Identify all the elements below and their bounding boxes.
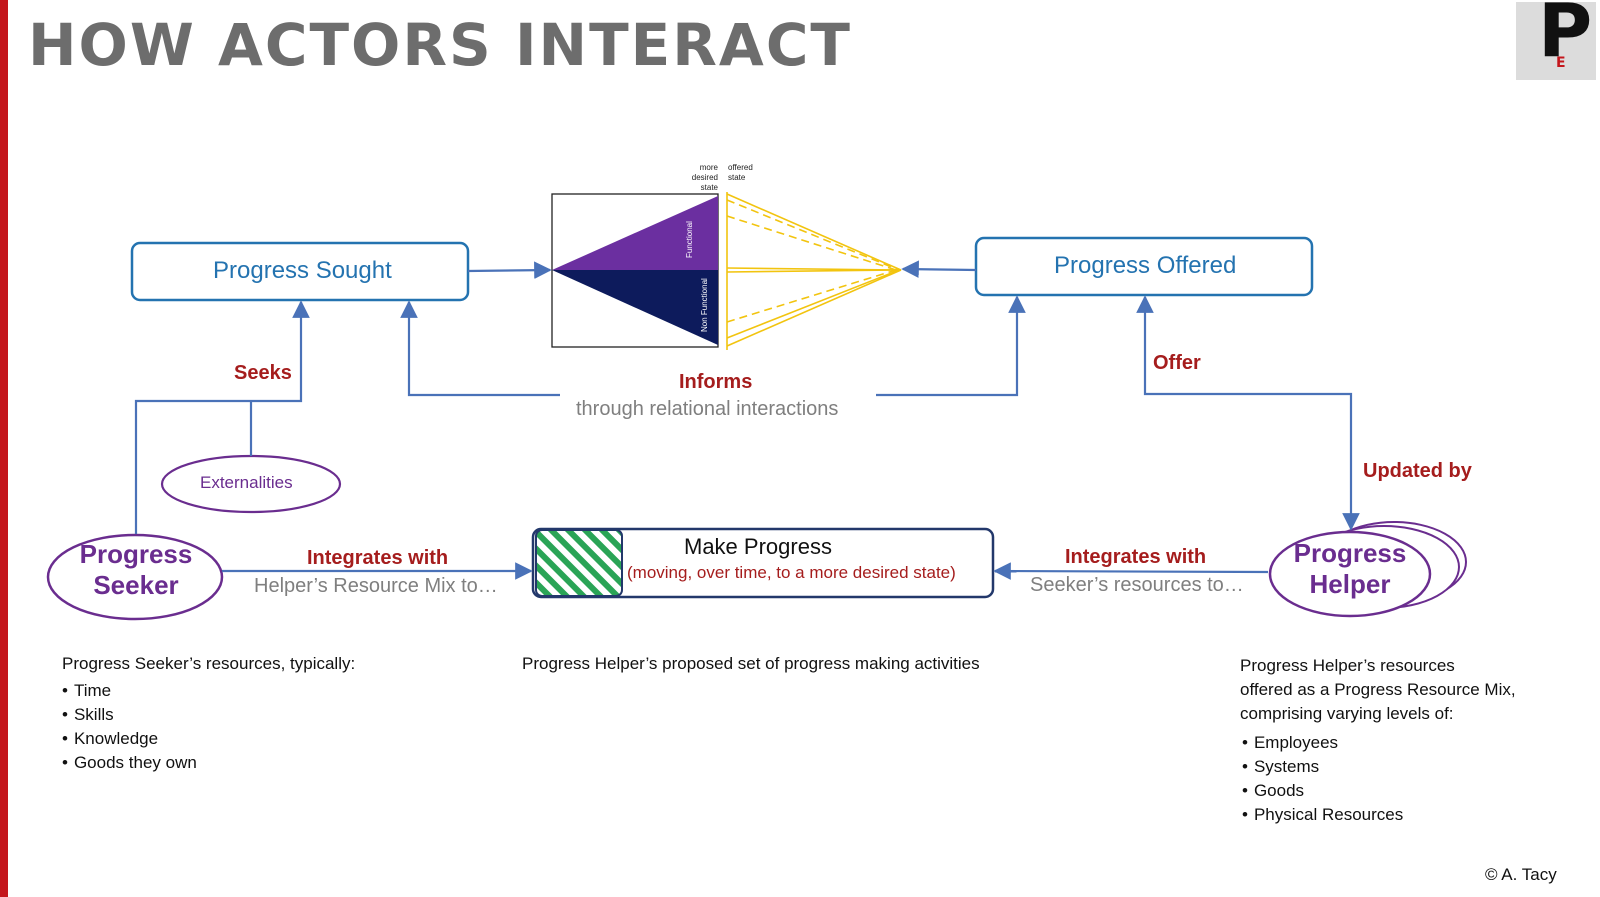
offered-state-wedge bbox=[726, 192, 902, 350]
more-desired-state-line-1: more bbox=[699, 163, 718, 172]
informs-label: Informs bbox=[679, 371, 753, 393]
progress-seeker-ellipse bbox=[46, 533, 224, 621]
seeks-label: Seeks bbox=[234, 362, 292, 384]
seeker-resources-list: Time Skills Knowledge Goods they own bbox=[62, 679, 197, 775]
logo-letter: P bbox=[1538, 0, 1593, 74]
list-item: Goods they own bbox=[62, 751, 197, 775]
make-progress-title: Make Progress bbox=[684, 534, 832, 559]
accent-bar bbox=[0, 0, 8, 897]
list-item: Systems bbox=[1242, 755, 1403, 779]
integrates-left-sub-label: Helper’s Resource Mix to… bbox=[254, 575, 498, 597]
list-item: Goods bbox=[1242, 779, 1403, 803]
offered-to-triangle-arrow bbox=[901, 260, 977, 279]
progress-seeker-line-2: Seeker bbox=[93, 570, 179, 601]
helper-resources-heading: Progress Helper’s resources offered as a… bbox=[1240, 654, 1516, 726]
functional-label: Functional bbox=[685, 221, 694, 258]
progress-offered-label: Progress Offered bbox=[1054, 252, 1237, 279]
list-item: Employees bbox=[1242, 731, 1403, 755]
list-item: Time bbox=[62, 679, 197, 703]
slide-title: HOW ACTORS INTERACT bbox=[28, 11, 852, 79]
helper-heading-line-1: Progress Helper’s resources bbox=[1240, 656, 1455, 675]
offered-state-label: offered state bbox=[728, 163, 753, 183]
seeks-arrow bbox=[134, 300, 310, 534]
list-item: Skills bbox=[62, 703, 197, 727]
non-functional-wedge bbox=[552, 270, 718, 345]
seeker-resources-heading: Progress Seeker’s resources, typically: bbox=[62, 654, 356, 673]
informs-arrow-left bbox=[400, 300, 560, 397]
progress-seeker-label: Progress Seeker bbox=[72, 539, 200, 601]
list-item: Knowledge bbox=[62, 727, 197, 751]
offered-state-line-2: state bbox=[728, 173, 746, 182]
offer-label: Offer bbox=[1153, 352, 1201, 374]
list-item: Physical Resources bbox=[1242, 803, 1403, 827]
helper-resources-list: Employees Systems Goods Physical Resourc… bbox=[1242, 731, 1403, 827]
externalities-label: Externalities bbox=[200, 473, 293, 492]
offer-arrow bbox=[1136, 295, 1360, 531]
brand-logo: P E bbox=[1516, 0, 1596, 80]
helper-heading-line-2: offered as a Progress Resource Mix, bbox=[1240, 680, 1516, 699]
make-progress-box bbox=[531, 527, 995, 599]
logo-sub-letter: E bbox=[1556, 55, 1566, 71]
non-functional-label: Non Functional bbox=[700, 278, 709, 332]
offered-state-line-1: offered bbox=[728, 163, 753, 172]
helper-integrates-arrow bbox=[993, 562, 1269, 580]
more-desired-state-line-2: desired bbox=[691, 173, 718, 182]
progress-helper-label: Progress Helper bbox=[1286, 538, 1414, 600]
progress-helper-line-2: Helper bbox=[1309, 569, 1391, 600]
make-progress-subtitle: (moving, over time, to a more desired st… bbox=[627, 563, 956, 582]
informs-arrow-right bbox=[876, 295, 1026, 397]
integrates-left-label: Integrates with bbox=[307, 547, 449, 569]
more-desired-state-line-3: state bbox=[700, 183, 718, 192]
progress-helper-ellipse bbox=[1268, 530, 1432, 618]
activities-note: Progress Helper’s proposed set of progre… bbox=[522, 654, 980, 673]
more-desired-state-label: more desired state bbox=[676, 163, 718, 193]
functional-wedge bbox=[552, 196, 718, 270]
progress-sought-label: Progress Sought bbox=[213, 257, 392, 284]
progress-offered-box bbox=[974, 236, 1314, 297]
make-progress-hatch bbox=[535, 529, 623, 597]
helper-heading-line-3: comprising varying levels of: bbox=[1240, 704, 1454, 723]
integrates-right-sub-label: Seeker’s resources to… bbox=[1030, 574, 1244, 596]
integrates-right-label: Integrates with bbox=[1065, 546, 1207, 568]
sought-to-triangle-arrow bbox=[467, 261, 552, 279]
progress-sought-box bbox=[130, 241, 470, 302]
progress-seeker-line-1: Progress bbox=[79, 539, 193, 569]
copyright-notice: © A. Tacy bbox=[1485, 865, 1557, 884]
connectors bbox=[134, 260, 1360, 580]
updated-by-label: Updated by bbox=[1363, 460, 1472, 482]
progress-helper-line-1: Progress bbox=[1293, 538, 1407, 568]
informs-sub-label: through relational interactions bbox=[576, 398, 839, 420]
